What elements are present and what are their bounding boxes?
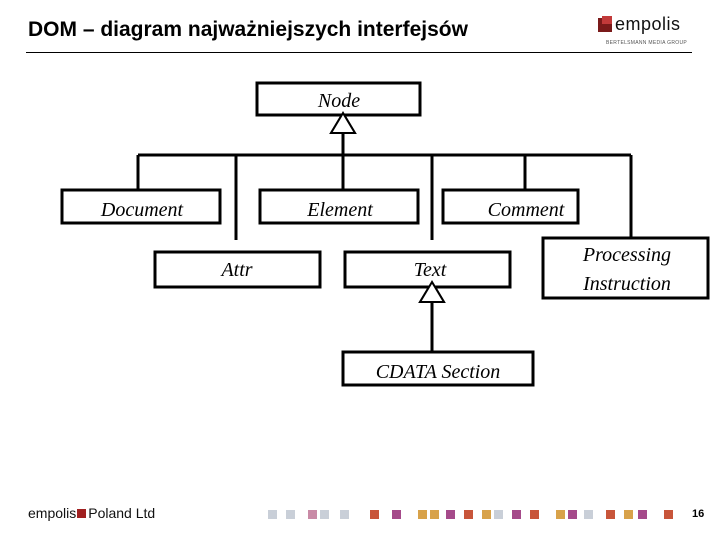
text-label: Text [414,259,447,281]
page-number: 16 [692,508,705,520]
footer-logo-square-icon [77,509,87,518]
footer-company: Poland Ltd [88,505,156,521]
element-label: Element [306,199,373,221]
slide-title: DOM – diagram najważniejszych interfejsó… [28,18,468,41]
node-label: Node [317,90,360,112]
footer-square-icon [286,510,295,519]
footer-square-icon [530,510,539,519]
footer-square-icon [606,510,615,519]
footer-square-icon [584,510,593,519]
element-box [258,188,420,225]
attr-label: Attr [219,259,252,281]
document-box [60,188,222,225]
footer-square-icon [268,510,277,519]
empolis-logo: empolis BERTELSMANN MEDIA GROUP [598,14,693,50]
footer-square-icon [340,510,349,519]
processing-instruction-label-line2: Instruction [582,273,671,295]
processing-instruction-box [541,236,710,300]
footer-square-icon [512,510,521,519]
cdata-section-label: CDATA Section [376,361,501,383]
logo-name: empolis [615,14,681,34]
footer-logo: empolis Poland Ltd [28,505,155,525]
footer-square-icon [392,510,401,519]
footer-square-icon [568,510,577,519]
footer-square-icon [494,510,503,519]
text-triangle-overlay-icon [418,280,446,303]
footer-square-icon [664,510,673,519]
logo-mark-accent-icon [602,16,612,24]
document-label: Document [100,199,184,221]
footer-square-icon [638,510,647,519]
comment-box [441,188,580,225]
text-box [343,250,512,289]
footer-square-icon [464,510,473,519]
footer-square-icon [430,510,439,519]
title-underline [26,52,692,53]
footer-square-icon [370,510,379,519]
footer-square-icon [418,510,427,519]
logo-tagline: BERTELSMANN MEDIA GROUP [606,40,687,46]
footer-square-icon [320,510,329,519]
cdata-section-box [341,350,535,387]
attr-box [153,250,322,289]
footer-square-icon [624,510,633,519]
footer-square-icon [556,510,565,519]
footer-square-icon [308,510,317,519]
comment-label: Comment [488,199,565,221]
footer-square-icon [482,510,491,519]
node-box [255,81,422,117]
footer-brand: empolis [28,505,77,521]
footer-square-icon [446,510,455,519]
processing-instruction-label-line1: Processing [582,244,671,266]
node-triangle-overlay-icon [329,111,357,134]
